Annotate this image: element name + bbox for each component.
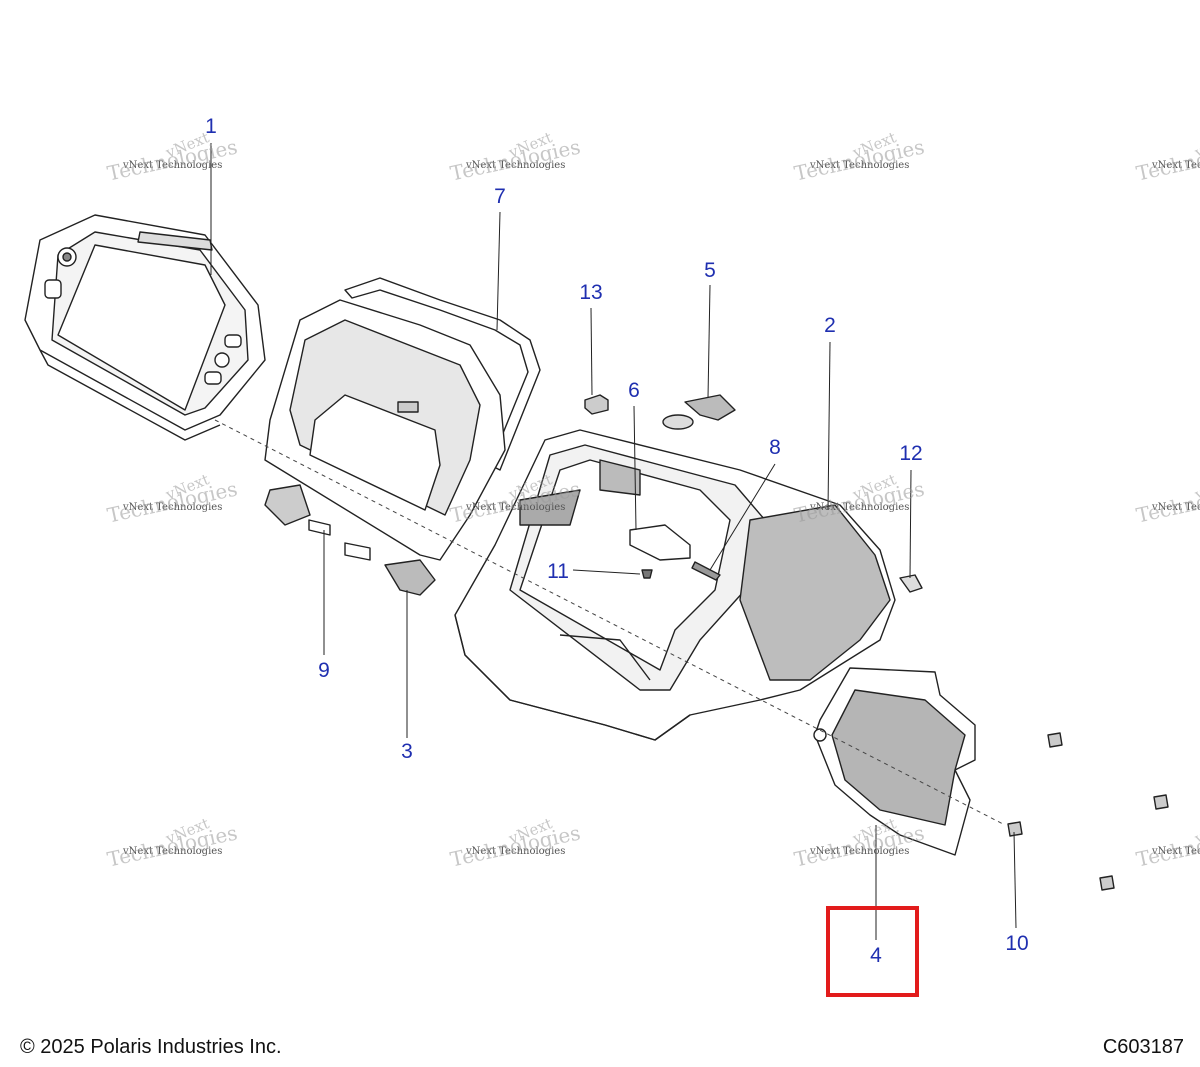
callout-9[interactable]: 9	[318, 659, 330, 682]
callout-10[interactable]: 10	[1005, 932, 1029, 955]
leader-lines	[210, 143, 1017, 940]
copyright-notice: © 2025 Polaris Industries Inc.	[20, 1036, 282, 1058]
callout-8[interactable]: 8	[769, 436, 781, 459]
part-4-side-cover	[813, 667, 976, 856]
callout-5[interactable]: 5	[704, 259, 716, 282]
callout-4[interactable]: 4	[870, 944, 882, 967]
part-3-bezel-frame	[264, 299, 506, 596]
part-2-dash-housing	[454, 429, 896, 741]
part-8-spring	[691, 561, 721, 581]
callout-7[interactable]: 7	[494, 185, 506, 208]
callout-1[interactable]: 1	[205, 115, 217, 138]
callout-6[interactable]: 6	[628, 379, 640, 402]
part-5-grommet	[662, 414, 694, 430]
figure-code: C603187	[1102, 1036, 1184, 1058]
part-5-cap	[684, 394, 736, 421]
part-1-display-cluster	[24, 214, 266, 441]
callout-11[interactable]: 11	[547, 560, 569, 583]
callout-4-highlight-box	[826, 906, 919, 997]
part-13-plug	[584, 394, 609, 415]
callout-12[interactable]: 12	[899, 442, 923, 465]
part-10-screws	[1007, 732, 1169, 891]
callout-3[interactable]: 3	[401, 740, 413, 763]
part-11-screw	[641, 569, 653, 579]
part-12-clip	[899, 574, 923, 593]
part-6-latch	[629, 524, 691, 561]
callout-2[interactable]: 2	[824, 314, 836, 337]
assembly-axis-line	[214, 419, 1006, 826]
callout-13[interactable]: 13	[579, 281, 603, 304]
